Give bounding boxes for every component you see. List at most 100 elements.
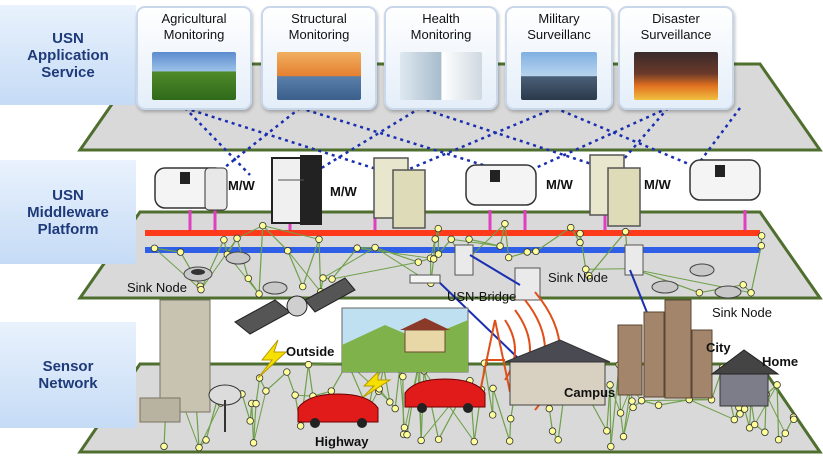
server-6: [690, 160, 760, 200]
sensor-node: [758, 242, 765, 249]
mw-label-1: M/W: [228, 178, 255, 193]
sensor-node: [740, 282, 747, 289]
sensor-node: [253, 400, 260, 407]
server-5: [590, 155, 640, 226]
sensor-node: [196, 444, 203, 451]
app-card-health: Health Monitoring: [384, 6, 498, 110]
field-photo-icon: [152, 52, 236, 100]
outside-scene: [342, 308, 468, 372]
sensor-node: [546, 405, 553, 412]
layer-label-middleware: USN Middleware Platform: [0, 160, 136, 264]
layer-label-sensor: Sensor Network: [0, 322, 136, 428]
sensor-node: [435, 251, 442, 258]
sensor-node: [775, 436, 782, 443]
sensor-node: [177, 249, 184, 256]
sensor-node: [507, 415, 514, 422]
sensor-node: [782, 430, 789, 437]
sensor-node: [400, 373, 407, 380]
sensor-node: [617, 410, 624, 417]
sensor-node: [328, 388, 335, 395]
sensor-node: [245, 275, 252, 282]
sensor-node: [221, 237, 228, 244]
sensor-node: [401, 424, 408, 431]
sensor-node: [758, 233, 765, 240]
sensor-node: [524, 249, 531, 256]
sensor-node: [387, 399, 394, 406]
app-title: Health Monitoring: [386, 11, 496, 43]
sensor-node: [748, 290, 755, 297]
sensor-node: [638, 397, 645, 404]
sensor-node: [489, 412, 496, 419]
sensor-node: [774, 382, 781, 389]
sensor-node: [506, 438, 513, 445]
sensor-node: [297, 423, 304, 430]
fire-photo-icon: [634, 52, 718, 100]
sensor-node: [696, 289, 703, 296]
sensor-node: [284, 369, 291, 376]
sensor-node: [203, 437, 210, 444]
sensor-node: [418, 437, 425, 444]
usn-bridge-label: USN-Bridge: [447, 289, 516, 304]
sensor-node: [284, 247, 291, 254]
sensor-node: [354, 245, 361, 252]
campus-label: Campus: [564, 385, 615, 400]
sensor-node: [234, 235, 241, 242]
sensor-node: [741, 406, 748, 413]
sensor-node: [655, 402, 662, 409]
city-skyline-icon: [618, 300, 712, 398]
app-card-structural: Structural Monitoring: [261, 6, 377, 110]
sensor-node: [549, 428, 556, 435]
sensor-node: [329, 276, 336, 283]
mw-label-3: M/W: [546, 177, 573, 192]
sensor-node: [466, 236, 473, 243]
sensor-node: [490, 385, 497, 392]
city-label: City: [706, 340, 731, 355]
sensor-node: [497, 243, 504, 250]
app-card-agricultural: Agricultural Monitoring: [136, 6, 252, 110]
sensor-node: [299, 283, 306, 290]
sensor-node: [567, 224, 574, 231]
sensor-node: [316, 236, 323, 243]
sensor-node: [247, 418, 254, 425]
mw-label-4: M/W: [644, 177, 671, 192]
sensor-node: [263, 388, 270, 395]
sensor-node: [791, 416, 798, 423]
sensor-node: [432, 236, 439, 243]
sensor-node: [250, 440, 257, 447]
sensor-node: [161, 443, 168, 450]
sensor-node: [555, 437, 562, 444]
office-tower-icon: [140, 300, 210, 422]
server-3: [374, 158, 425, 228]
app-title: Structural Monitoring: [263, 11, 375, 43]
sensor-node: [751, 421, 758, 428]
home-label: Home: [762, 354, 798, 369]
sensor-node: [622, 228, 629, 235]
sensor-node: [762, 429, 769, 436]
sensor-node: [435, 436, 442, 443]
sensor-node: [505, 254, 512, 261]
sensor-node: [404, 431, 411, 438]
sensor-node: [151, 245, 158, 252]
bridge-photo-icon: [277, 52, 361, 100]
app-title: Military Surveillanc: [507, 11, 611, 43]
sensor-node: [292, 392, 299, 399]
sensor-node: [435, 225, 442, 232]
layer-label-application: USN Application Service: [0, 5, 136, 105]
sensor-node: [392, 405, 399, 412]
sensor-node: [471, 438, 478, 445]
outside-label: Outside: [286, 344, 334, 359]
sensor-node: [630, 404, 637, 411]
app-card-military: Military Surveillanc: [505, 6, 613, 110]
sensor-node: [629, 398, 636, 405]
sensor-node: [305, 361, 312, 368]
sensor-node: [415, 259, 422, 266]
sensor-node: [604, 428, 611, 435]
app-title: Agricultural Monitoring: [138, 11, 250, 43]
sensor-node: [577, 230, 584, 237]
app-title: Disaster Surveillance: [620, 11, 732, 43]
doctor-photo-icon: [400, 52, 482, 100]
sensor-node: [731, 416, 738, 423]
sensor-node: [372, 244, 379, 251]
sensor-node: [608, 443, 615, 450]
